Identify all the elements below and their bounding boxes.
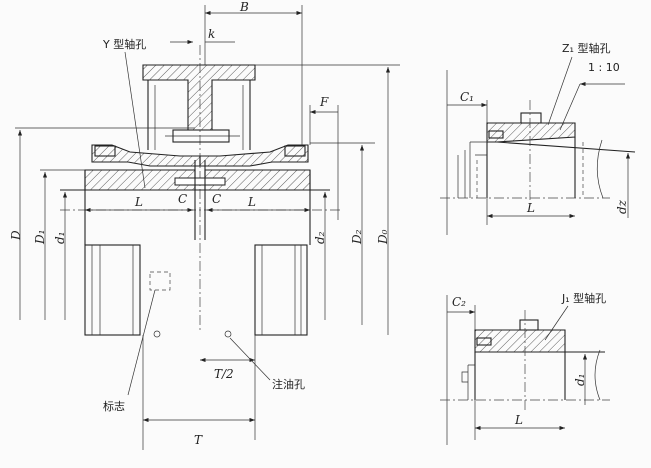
dim-d1-j1: d₁ (573, 374, 587, 387)
j1-bore-view: C₂ d₁ L J₁ 型轴孔 (440, 291, 610, 445)
dim-d2: d₂ (313, 231, 327, 244)
dim-D0: D₀ (376, 229, 390, 245)
main-view: B k Y 型轴孔 F D D₁ d₁ L C C L d₂ D₂ D₀ (9, 0, 400, 450)
dim-dz: dz (615, 199, 629, 214)
label-oil-hole: 注油孔 (272, 377, 305, 391)
dim-C1: C₁ (460, 90, 474, 104)
right-flange (199, 144, 309, 167)
dim-D2: D₂ (350, 229, 364, 245)
z1-hub-section (486, 122, 576, 143)
dim-D: D (9, 230, 23, 241)
dim-k: k (208, 27, 215, 41)
label-z1-bore: Z₁ 型轴孔 (562, 41, 610, 55)
j1-hub-section (474, 329, 566, 353)
brake-wheel-section (142, 64, 256, 131)
dim-L-j1: L (514, 413, 523, 427)
dim-D1: D₁ (33, 230, 47, 245)
label-taper: 1 : 10 (588, 61, 620, 74)
dim-C-left: C (178, 192, 187, 206)
z1-bore-view: C₁ L dz Z₁ 型轴孔 1 : 10 (440, 41, 636, 235)
dim-T: T (194, 433, 203, 447)
label-mark: 标志 (103, 399, 125, 413)
dim-d1-left: d₁ (53, 232, 67, 245)
dim-T-half: T/2 (214, 367, 234, 381)
dim-L-right: L (247, 195, 256, 209)
shaft-ends (84, 244, 308, 338)
dim-L-left: L (134, 195, 143, 209)
dim-L-z1: L (526, 201, 535, 215)
label-j1-bore: J₁ 型轴孔 (561, 291, 606, 305)
dim-C-right: C (212, 192, 221, 206)
dim-C2: C₂ (452, 295, 466, 309)
label-y-bore: Y 型轴孔 (102, 37, 146, 51)
dim-F: F (319, 95, 329, 109)
dim-B: B (239, 0, 249, 14)
